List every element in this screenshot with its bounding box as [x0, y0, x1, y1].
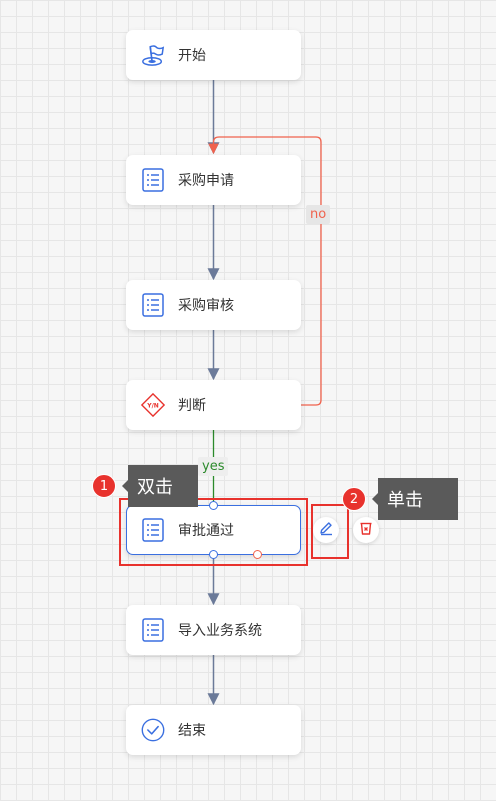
- edge-no-loop: [208, 136, 322, 406]
- node-end[interactable]: 结束: [126, 705, 301, 755]
- edge-label-no: no: [306, 205, 331, 224]
- node-end-label: 结束: [178, 723, 206, 739]
- node-start-label: 开始: [178, 48, 206, 64]
- tooltip-double-click: 双击: [122, 465, 198, 507]
- list-document-icon: [141, 293, 165, 317]
- tooltip-single-click: 单击: [372, 478, 458, 520]
- edge-label-yes: yes: [198, 457, 229, 476]
- list-document-icon: [141, 618, 165, 642]
- node-decision-label: 判断: [178, 398, 206, 414]
- node-start[interactable]: 开始: [126, 30, 301, 80]
- node-purchase-review-label: 采购审核: [178, 298, 234, 314]
- port-bottom-right[interactable]: [253, 550, 262, 559]
- edit-button[interactable]: [313, 517, 339, 543]
- port-top[interactable]: [209, 501, 218, 510]
- pencil-icon: [318, 520, 334, 540]
- list-document-icon: [141, 518, 165, 542]
- check-circle-icon: [141, 718, 165, 742]
- node-purchase-request[interactable]: 采购申请: [126, 155, 301, 205]
- step-badge-1: 1: [92, 474, 116, 498]
- delete-button[interactable]: [353, 517, 379, 543]
- port-bottom[interactable]: [209, 550, 218, 559]
- highlight-edit-button: [311, 504, 349, 559]
- trash-icon: [358, 520, 374, 540]
- node-import-label: 导入业务系统: [178, 623, 262, 639]
- highlight-approved-node: [119, 498, 308, 566]
- yn-diamond-icon: Y/N: [141, 392, 165, 418]
- node-purchase-request-label: 采购申请: [178, 173, 234, 189]
- node-purchase-review[interactable]: 采购审核: [126, 280, 301, 330]
- node-decision[interactable]: Y/N 判断: [126, 380, 301, 430]
- flag-target-icon: [141, 43, 165, 67]
- step-badge-2: 2: [342, 487, 366, 511]
- list-document-icon: [141, 168, 165, 192]
- node-approved-label: 审批通过: [178, 523, 234, 539]
- node-import[interactable]: 导入业务系统: [126, 605, 301, 655]
- svg-text:Y/N: Y/N: [146, 403, 159, 410]
